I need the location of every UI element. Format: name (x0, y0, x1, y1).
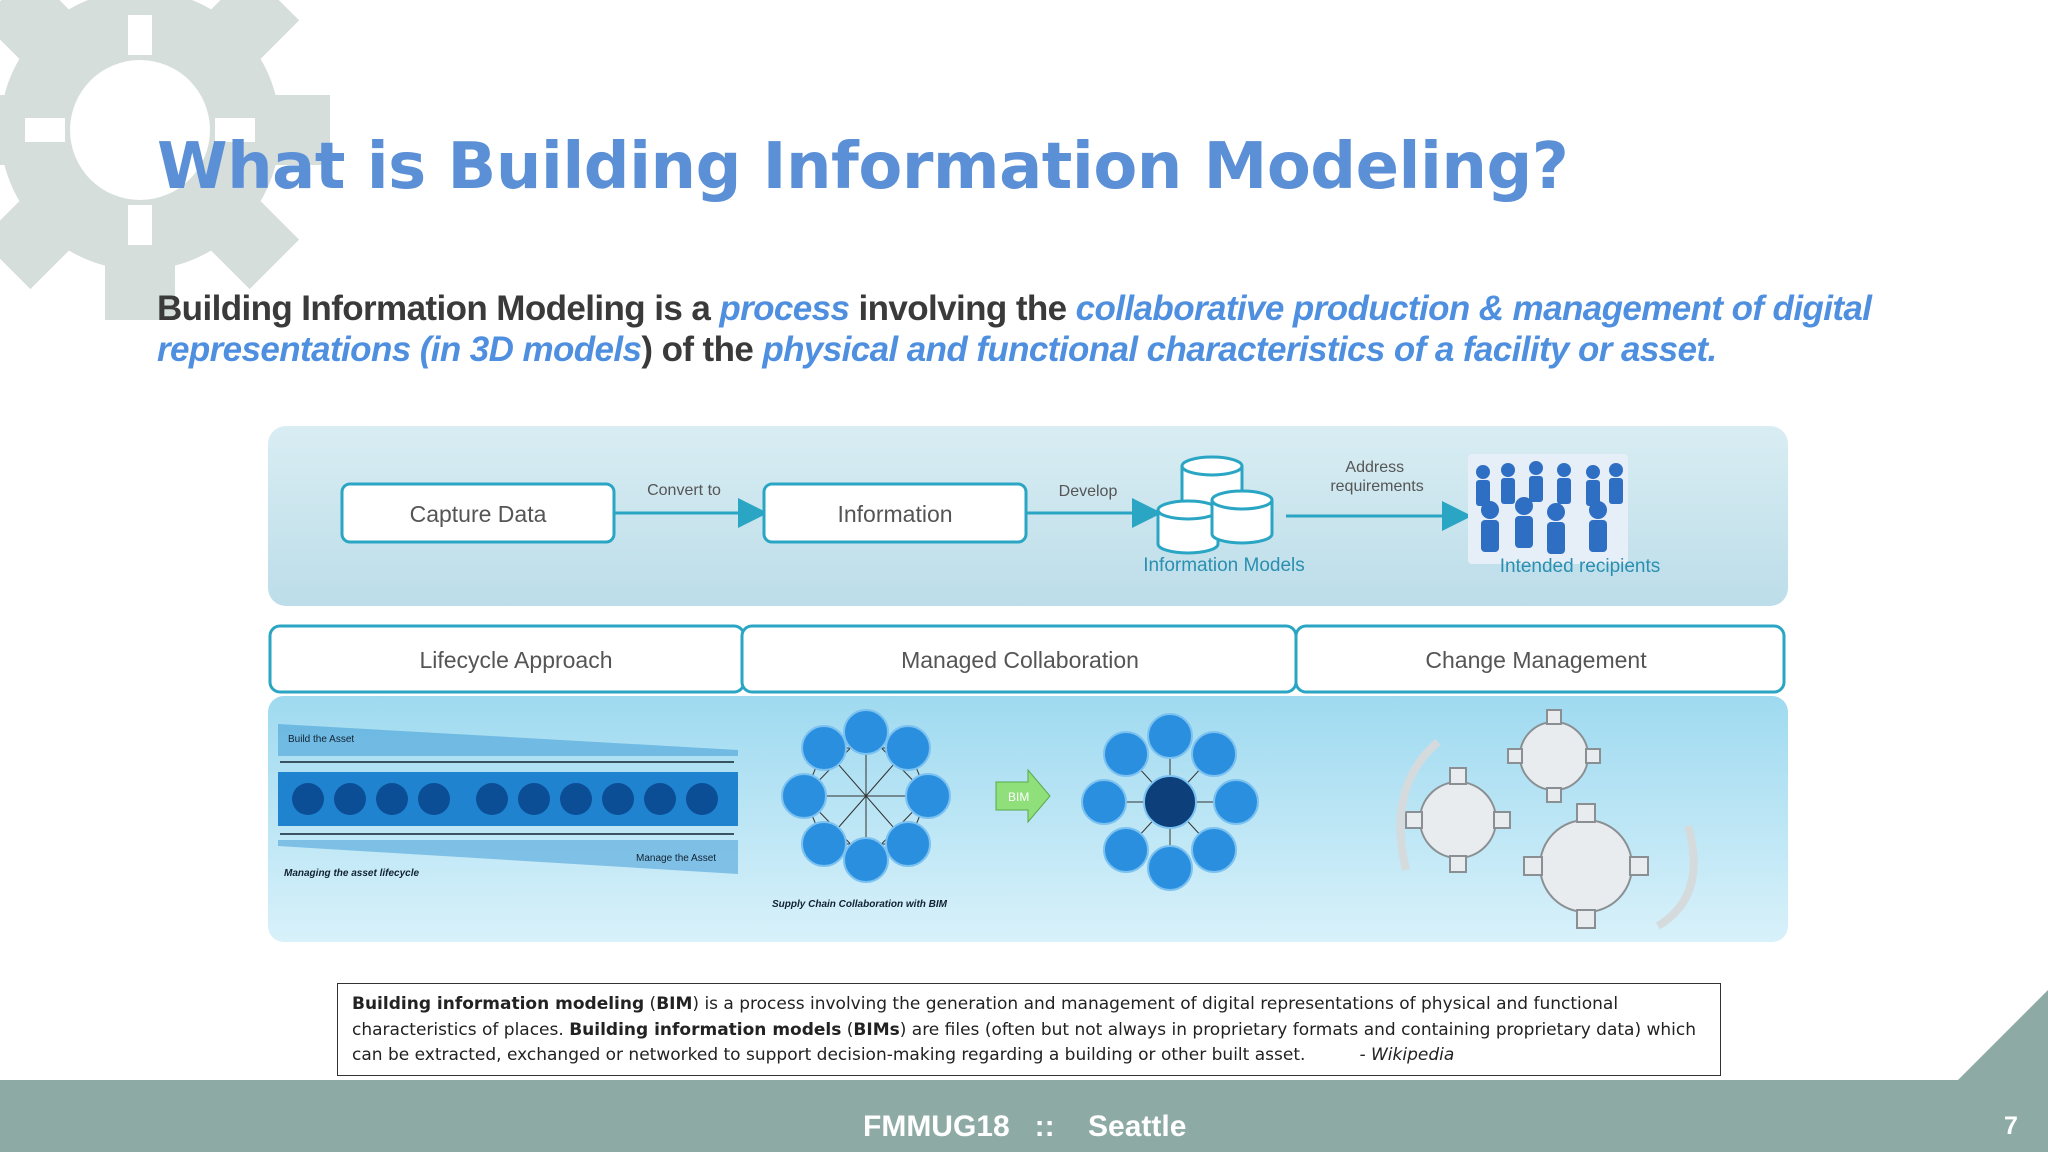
flow-band (268, 426, 1788, 606)
intended-recipients-label: Intended recipients (1500, 556, 1661, 577)
lifecycle-header-label: Lifecycle Approach (419, 647, 612, 673)
manage-asset-label: Manage the Asset (636, 853, 716, 864)
quote-bold: Building information models (569, 1019, 842, 1040)
lifecycle-illustration: Build the Asset Manage the Asset Managin… (278, 724, 738, 879)
change-header (1294, 624, 1786, 694)
quote-text: ( (644, 994, 657, 1014)
definition-text: Building Information Modeling is a (157, 289, 720, 328)
bim-definition: Building Information Modeling is a proce… (157, 288, 1917, 370)
people-icon (1468, 454, 1628, 564)
footer-bar (0, 1080, 2048, 1152)
supply-chain-caption: Supply Chain Collaboration with BIM (772, 899, 948, 910)
managing-lifecycle-label: Managing the asset lifecycle (284, 868, 419, 879)
cycle-arrow (1655, 824, 1698, 930)
gear-watermark-icon (0, 0, 330, 320)
quote-text: ( (841, 1019, 854, 1040)
wikipedia-quote: Building information modeling (BIM) is a… (337, 983, 1721, 1076)
address-line: Address (1345, 459, 1404, 476)
bim-process-diagram: Capture Data Convert to Information Deve… (268, 426, 1788, 942)
quote-bold: Building information modeling (352, 994, 645, 1014)
convert-to-label: Convert to (647, 482, 721, 499)
address-requirements-label: Address requirements (1330, 459, 1423, 495)
collaboration-header-label: Managed Collaboration (901, 647, 1139, 673)
capture-data-label: Capture Data (410, 501, 547, 527)
definition-text: ) of the (641, 330, 763, 369)
develop-label: Develop (1059, 483, 1118, 500)
quote-text: ) are files (often but not always in pro… (352, 1019, 1697, 1066)
page-number: 7 (2004, 1112, 2018, 1140)
quote-text: ) is a process involving the generation … (352, 994, 1619, 1040)
information-label: Information (837, 501, 952, 527)
database-icon (1156, 455, 1274, 555)
gears-icon (1405, 709, 1649, 929)
footer-text: FMMUG18 :: Seattle (863, 1110, 1187, 1143)
change-header-label: Change Management (1425, 647, 1647, 673)
cycle-arrow (1396, 738, 1441, 871)
definition-text: involving the (849, 289, 1076, 328)
quote-source: - Wikipedia (1359, 1045, 1455, 1065)
definition-emphasis: collaborative production & management of… (157, 289, 1872, 369)
definition-emphasis: physical and functional characteristics … (762, 330, 1717, 369)
quote-bold: BIMs (853, 1019, 900, 1040)
build-asset-label: Build the Asset (288, 734, 354, 745)
bim-arrow-label: BIM (1008, 790, 1029, 804)
slide-title: What is Building Information Modeling? (157, 130, 1569, 204)
collaboration-illustration: BIM Supply Chain Collaboration with BIM (772, 709, 1259, 910)
corner-triangle (1958, 990, 2048, 1080)
requirements-line: requirements (1330, 478, 1423, 495)
definition-emphasis: process (719, 289, 850, 328)
quote-bold: BIM (656, 994, 693, 1014)
information-models-label: Information Models (1143, 555, 1305, 576)
